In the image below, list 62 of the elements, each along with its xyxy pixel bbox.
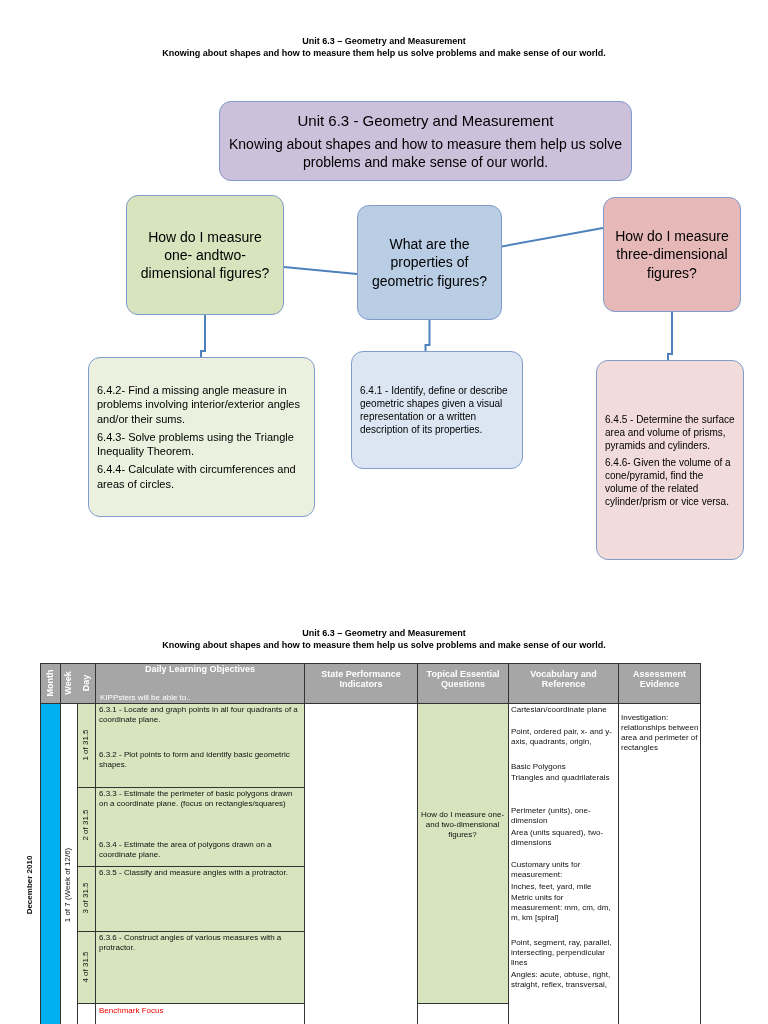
month-label: December 2010 — [25, 854, 35, 917]
box-heading: Unit 6.3 - Geometry and Measurement — [296, 111, 555, 131]
vocabulary-text: Point, segment, ray, parallel, intersecting, perpendicular lines — [511, 938, 613, 968]
week-label: 1 of 7 (Week of 12/6) — [63, 846, 73, 925]
box-text: 6.4.3- Solve problems using the Triangle Inequality Theorem. — [97, 429, 295, 459]
box-text: 6.4.5 - Determine the surface area and volume of prisms, pyramids and cylinders. — [605, 412, 735, 452]
day-label: 1 of 31.5 — [81, 728, 91, 763]
question-box — [357, 205, 502, 320]
vocabulary-text: Point, ordered pair, x- and y- axis, quadrants, origin, — [511, 727, 613, 747]
day-label: 3 of 31.5 — [81, 881, 91, 916]
unit-box — [219, 101, 632, 181]
benchmark-label: Benchmark Focus — [99, 1006, 165, 1016]
connector-line — [283, 266, 358, 275]
vocabulary-text: Perimeter (units), one-dimension — [511, 806, 592, 826]
connector-line — [501, 227, 604, 248]
day-label: 4 of 31.5 — [81, 950, 91, 985]
column-header: Daily Learning Objectives — [143, 664, 256, 674]
column-header: Topical Essential Questions — [425, 669, 501, 689]
box-text: 6.4.4- Calculate with circumferences and areas of circles. — [97, 462, 297, 492]
column-header: State Performance Indicators — [320, 669, 402, 689]
question-box — [603, 197, 741, 312]
box-text: How do I measure one- andtwo-dimensional figures? — [139, 227, 271, 283]
question-text: How do I measure one- and two-dimensional figures? — [420, 810, 505, 840]
objective-text: 6.3.2 - Plot points to form and identify basic geometric shapes. — [99, 750, 291, 770]
column-header: Week — [63, 670, 73, 697]
vocabulary-text: Triangles and quadrilaterals — [511, 773, 611, 783]
column-header: Vocabulary and Reference — [529, 669, 598, 689]
connector-line — [667, 311, 673, 361]
box-text: 6.4.2- Find a missing angle measure in problems involving interior/exterior angles and/or their sums. — [97, 382, 301, 426]
objective-text: 6.3.5 - Classify and measure angles with a protractor. — [99, 868, 289, 878]
title: Unit 6.3 – Geometry and Measurement — [301, 628, 467, 638]
connector-line — [200, 314, 206, 358]
objective-text: 6.3.6 - Construct angles of various measures with a protractor. — [99, 933, 283, 953]
objective-text: 6.3.4 - Estimate the area of polygons drawn on a coordinate plane. — [99, 840, 273, 860]
column-header: Assessment Evidence — [632, 669, 687, 689]
header-note: KIPPsters will be able to.. — [100, 693, 192, 703]
title: Unit 6.3 – Geometry and Measurement — [301, 36, 467, 46]
objective-text: 6.3.1 - Locate and graph points in all four quadrants of a coordinate plane. — [99, 705, 299, 725]
vocabulary-text: Customary units for measurement: — [511, 860, 582, 880]
objectives-box — [596, 360, 744, 560]
box-text: Knowing about shapes and how to measure them help us solve problems and make sense of our world. — [228, 134, 623, 171]
question-box — [126, 195, 284, 315]
box-text: 6.4.1 - Identify, define or describe geometric shapes given a visual representation or a written description of its properties. — [360, 384, 509, 436]
vocabulary-text: Metric units for measurement: mm, cm, dm, m, km [spiral] — [511, 893, 612, 923]
objective-text: 6.3.3 - Estimate the perimeter of basic polygons drawn on a coordinate plane. (focus on rectangles/squares) — [99, 789, 294, 809]
vocabulary-text: Inches, feet, yard, mile — [511, 882, 593, 892]
vocabulary-text: Basic Polygons — [511, 762, 567, 772]
box-text: How do I measure three-dimensional figures? — [614, 227, 730, 282]
box-text: What are the properties of geometric figures? — [370, 235, 489, 290]
vocabulary-text: Area (units squared), two-dimensions — [511, 828, 605, 848]
column-header: Day — [81, 673, 91, 694]
column-header: Month — [45, 668, 55, 699]
vocabulary-text: Cartesian/coordinate plane — [511, 705, 608, 715]
vocabulary-text: Angles: acute, obtuse, right, straight, reflex, transversal, — [511, 970, 612, 990]
day-label: 2 of 31.5 — [81, 808, 91, 843]
subtitle: Knowing about shapes and how to measure them help us solve problems and make sense of our world. — [161, 640, 607, 650]
objectives-box — [88, 357, 315, 517]
subtitle: Knowing about shapes and how to measure them help us solve problems and make sense of our world. — [161, 48, 607, 58]
objectives-box — [351, 351, 523, 469]
box-text: 6.4.6- Given the volume of a cone/pyramid, find the volume of the related cylinder/prism or vice versa. — [605, 455, 732, 508]
connector-line — [424, 319, 431, 352]
assessment-text: Investigation: relationships between area and perimeter of rectangles — [621, 713, 699, 753]
